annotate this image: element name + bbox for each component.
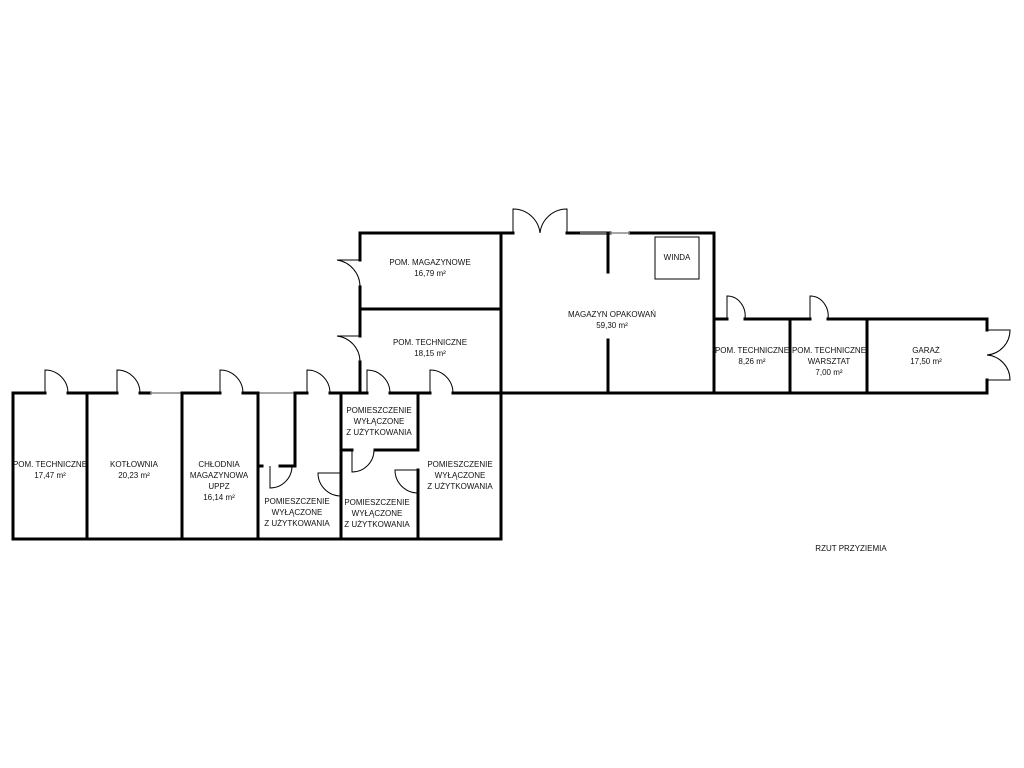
room-area: 16,14 m² <box>203 493 235 502</box>
room-label-excluded-3: POMIESZCZENIE WYŁĄCZONE Z UŻYTKOWANIA <box>344 497 409 530</box>
room-label-warsztat: POM. TECHNICZNE WARSZTAT 7,00 m² <box>792 345 866 378</box>
elevator-shaft <box>654 236 700 280</box>
room-label-chlodnia: CHŁODNIA MAGAZYNOWA UPPZ 16,14 m² <box>190 459 248 503</box>
room-name: Z UŻYTKOWANIA <box>264 519 330 528</box>
room-area: 7,00 m² <box>815 368 843 377</box>
room-area: 59,30 m² <box>596 321 628 330</box>
room-label-garaz: GARAŻ 17,50 m² <box>910 345 942 367</box>
room-name: WYŁĄCZONE <box>353 417 405 426</box>
room-label-winda: WINDA <box>664 252 691 263</box>
room-name: MAGAZYN OPAKOWAŃ <box>567 310 657 319</box>
room-name: POMIESZCZENIE <box>344 498 410 507</box>
room-name: POM. TECHNICZNE <box>714 346 790 355</box>
door-arcs <box>44 208 1011 497</box>
room-area: 18,15 m² <box>414 349 446 358</box>
walls <box>11 231 989 541</box>
room-name: GARAŻ <box>912 346 940 355</box>
room-name: POM. MAGAZYNOWE <box>389 258 471 267</box>
room-label-pom-techniczne-2: POM. TECHNICZNE 18,15 m² <box>393 337 467 359</box>
room-name: WYŁĄCZONE <box>351 509 403 518</box>
room-area: 20,23 m² <box>118 471 150 480</box>
room-area: 8,26 m² <box>738 357 766 366</box>
room-name: WINDA <box>663 253 691 262</box>
room-name: POMIESZCZENIE <box>264 497 330 506</box>
room-area: 16,79 m² <box>414 269 446 278</box>
room-area: 17,50 m² <box>910 357 942 366</box>
room-name: WYŁĄCZONE <box>434 471 486 480</box>
plan-title: RZUT PRZYZIEMIA <box>815 544 887 553</box>
room-name: UPPZ <box>208 482 230 491</box>
room-name: MAGAZYNOWA <box>189 471 249 480</box>
room-name: Z UŻYTKOWANIA <box>346 428 412 437</box>
room-label-excluded-1: POMIESZCZENIE WYŁĄCZONE Z UŻYTKOWANIA <box>264 496 329 529</box>
room-name: Z UŻYTKOWANIA <box>344 520 410 529</box>
room-label-pom-techniczne-3: POM. TECHNICZNE 8,26 m² <box>715 345 789 367</box>
room-name: WARSZTAT <box>807 357 851 366</box>
room-name: POM. TECHNICZNE <box>392 338 468 347</box>
room-label-pom-magazynowe: POM. MAGAZYNOWE 16,79 m² <box>389 257 470 279</box>
room-label-excluded-4: POMIESZCZENIE WYŁĄCZONE Z UŻYTKOWANIA <box>427 459 492 492</box>
room-label-excluded-2: POMIESZCZENIE WYŁĄCZONE Z UŻYTKOWANIA <box>346 405 411 438</box>
room-name: KOTŁOWNIA <box>109 460 159 469</box>
room-name: WYŁĄCZONE <box>271 508 323 517</box>
room-label-pom-techniczne-1: POM. TECHNICZNE 17,47 m² <box>13 459 87 481</box>
room-name: POMIESZCZENIE <box>346 406 412 415</box>
room-name: Z UŻYTKOWANIA <box>427 482 493 491</box>
room-label-kotlownia: KOTŁOWNIA 20,23 m² <box>110 459 158 481</box>
room-name: CHŁODNIA <box>198 460 240 469</box>
room-name: POM. TECHNICZNE <box>791 346 867 355</box>
room-label-magazyn-opakowan: MAGAZYN OPAKOWAŃ 59,30 m² <box>568 309 656 331</box>
room-name: POM. TECHNICZNE <box>12 460 88 469</box>
room-area: 17,47 m² <box>34 471 66 480</box>
room-name: POMIESZCZENIE <box>427 460 493 469</box>
